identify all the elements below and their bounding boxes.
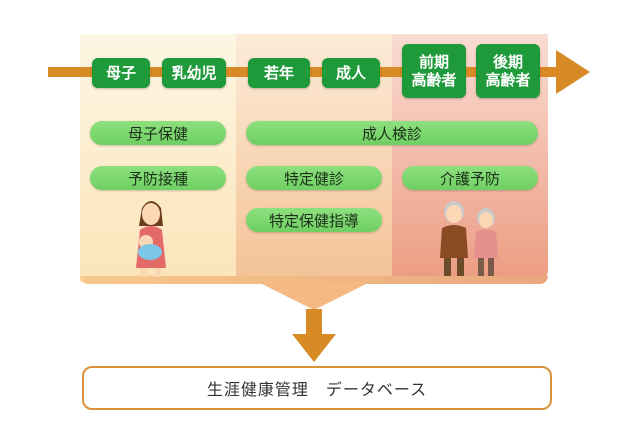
lifelong-health-database-box: 生涯健康管理 データベース — [82, 366, 552, 410]
stage-adult: 成人 — [322, 58, 380, 88]
program-maternal-health: 母子保健 — [90, 121, 226, 145]
down-arrow-head — [292, 334, 336, 362]
stage-youth: 若年 — [248, 58, 310, 88]
program-adult-checkup: 成人検診 — [246, 121, 538, 145]
program-vaccination: 予防接種 — [90, 166, 226, 190]
program-specific-guidance: 特定保健指導 — [246, 208, 382, 232]
stage-early-elderly: 前期 高齢者 — [402, 44, 466, 98]
down-arrow-stem — [306, 309, 322, 335]
stage-late-elderly: 後期 高齢者 — [476, 44, 540, 98]
stage-maternal: 母子 — [92, 58, 150, 88]
program-specific-checkup: 特定健診 — [246, 166, 382, 190]
program-care-prevention: 介護予防 — [402, 166, 538, 190]
elderly-couple-icon — [440, 201, 498, 276]
panel-bottom-edge — [80, 276, 548, 284]
mother-baby-icon — [136, 201, 166, 277]
stage-infant: 乳幼児 — [162, 58, 226, 88]
funnel-shape — [258, 282, 370, 310]
timeline-arrow-head — [556, 50, 590, 94]
